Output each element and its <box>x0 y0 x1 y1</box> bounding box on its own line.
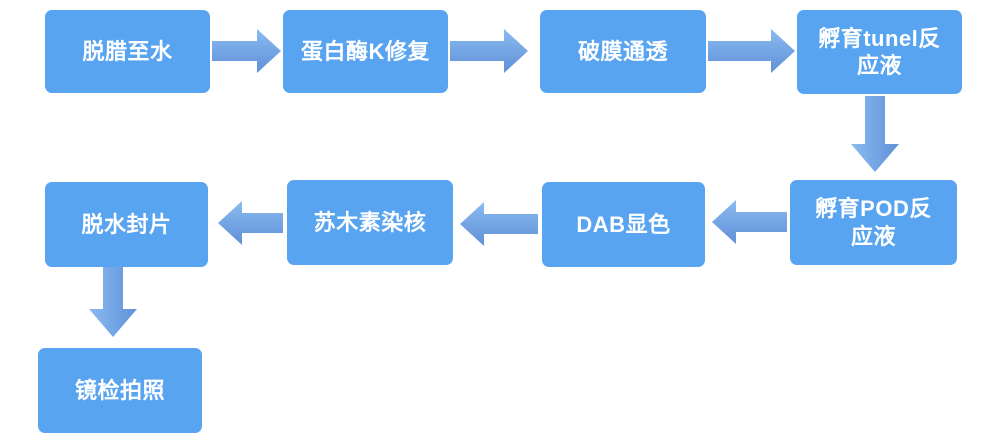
node-hematoxylin-counterstain: 苏木素染核 <box>287 180 453 265</box>
arrow-dewax-to-proteinase-icon <box>212 29 281 73</box>
arrow-pod-to-dab-icon <box>712 200 787 244</box>
arrow-proteinase-to-permeabilize-icon <box>450 29 528 73</box>
node-tunel-incubation: 孵育tunel反应液 <box>797 10 962 94</box>
node-membrane-permeabilization: 破膜通透 <box>540 10 706 93</box>
node-dab-coloration: DAB显色 <box>542 182 705 267</box>
arrow-hematoxylin-to-dehydrate-icon <box>218 201 283 245</box>
arrow-dab-to-hematoxylin-icon <box>460 202 538 246</box>
node-microscopy-photograph: 镜检拍照 <box>38 348 202 433</box>
node-proteinase-k-repair: 蛋白酶K修复 <box>283 10 448 93</box>
arrow-dehydrate-to-microscopy-icon <box>89 267 137 337</box>
arrow-tunel-to-pod-icon <box>851 96 899 172</box>
node-dehydrate-mount: 脱水封片 <box>45 182 208 267</box>
arrow-permeabilize-to-tunel-icon <box>708 29 795 73</box>
node-dewax-to-water: 脱腊至水 <box>45 10 210 93</box>
node-pod-incubation: 孵育POD反应液 <box>790 180 957 265</box>
